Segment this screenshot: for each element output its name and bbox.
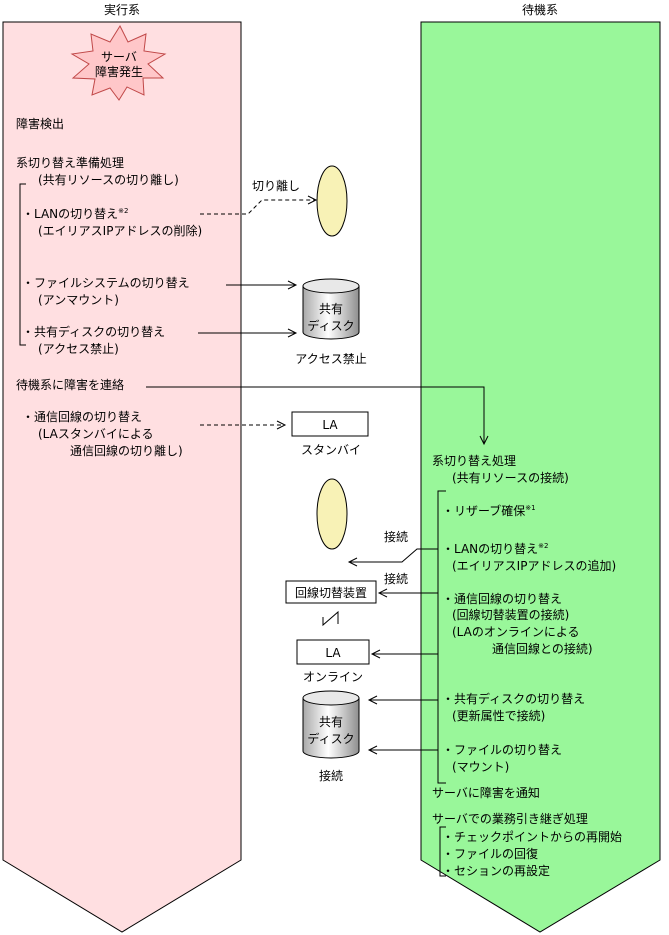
device-link: [322, 610, 339, 627]
standby-label: スタンバイ: [301, 443, 361, 457]
right-file-switch-sub: (マウント): [452, 760, 509, 774]
line-switch-device-text: 回線切替装置: [295, 585, 367, 600]
server-notify: サーバに障害を通知: [432, 785, 540, 800]
disk-bottom-label-1: 共有: [319, 715, 343, 729]
left-disk-switch-sub: (アクセス禁止): [38, 342, 119, 356]
lan-ellipse-top: [316, 165, 348, 237]
takeover-session: ・セションの再設定: [442, 863, 550, 878]
la-online-box: [296, 639, 370, 665]
connect-label-device: 接続: [384, 571, 408, 586]
right-comm-switch: ・通信回線の切り替え: [442, 591, 562, 606]
left-lan-switch: ・LANの切り替え※2: [22, 207, 128, 221]
right-reserve: ・リザーブ確保※1: [442, 503, 536, 518]
burst-text-1: サーバ: [101, 50, 137, 64]
right-column-title: 待機系: [522, 2, 558, 17]
left-comm-switch-sub-2: 通信回線の切り離し): [70, 443, 183, 458]
takeover-restart: ・チェックポイントからの再開始: [442, 830, 622, 844]
disconnect-label: 切り離し: [252, 179, 300, 193]
left-column-arrow: [2, 21, 242, 933]
failure-burst: [70, 24, 167, 101]
notify-standby: 待機系に障害を連絡: [16, 377, 124, 392]
takeover-process: サーバでの業務引き継ぎ処理: [432, 811, 588, 826]
shared-disk-top: [302, 278, 360, 340]
switch-process: 系切り替え処理: [432, 454, 516, 468]
right-lan-switch-sub: (エイリアスIPアドレスの追加): [452, 558, 616, 573]
right-lan-switch: ・LANの切り替え※2: [442, 542, 548, 556]
disk-top-label-1: 共有: [319, 302, 343, 316]
left-fs-switch: ・ファイルシステムの切り替え: [22, 276, 190, 290]
connected-label: 接続: [319, 768, 343, 783]
right-disk-switch: ・共有ディスクの切り替え: [442, 691, 585, 706]
left-lan-switch-sub: (エイリアスIPアドレスの削除): [38, 223, 202, 238]
prep-bracket: [19, 183, 26, 346]
connect-label-lan: 接続: [384, 529, 408, 544]
takeover-recover: ・ファイルの回復: [442, 846, 538, 861]
la-standby-box: [291, 411, 369, 437]
right-disk-switch-sub: (更新属性で接続): [452, 708, 545, 723]
lan-disconnect-arrowhead: [307, 195, 318, 205]
switch-bracket: [437, 490, 446, 784]
switch-process-sub: (共有リソースの接続): [452, 470, 569, 485]
right-column-arrow: [420, 21, 661, 933]
left-column-title: 実行系: [104, 2, 140, 17]
left-disk-switch: ・共有ディスクの切り替え: [22, 324, 165, 339]
lan-disconnect-arrow: [200, 199, 315, 215]
la-online-text: LA: [325, 646, 341, 660]
la-standby-text: LA: [322, 418, 338, 432]
fault-detect: 障害検出: [16, 116, 64, 131]
left-comm-switch: ・通信回線の切り替え: [22, 409, 142, 424]
left-comm-switch-sub-1: (LAスタンバイによる: [38, 427, 154, 441]
right-comm-switch-sub-1: (回線切替装置の接続): [452, 607, 569, 622]
takeover-bracket: [439, 826, 446, 877]
notify-arrow: [146, 386, 485, 443]
shared-disk-bottom: [302, 690, 360, 759]
disk-bottom-label-2: ディスク: [307, 731, 354, 746]
lan-connect-arrow: [350, 548, 438, 563]
prep-process-sub: (共有リソースの切り離し): [38, 173, 179, 187]
right-file-switch: ・ファイルの切り替え: [442, 743, 562, 757]
line-switch-device-box: [285, 580, 377, 604]
access-denied-label: アクセス禁止: [295, 352, 366, 366]
right-comm-switch-sub-3: 通信回線との接続): [492, 641, 593, 656]
left-fs-switch-sub: (アンマウント): [38, 293, 119, 307]
burst-text-2: 障害発生: [95, 64, 143, 79]
online-label: オンライン: [303, 670, 363, 684]
right-comm-switch-sub-2: (LAのオンラインによる: [452, 625, 580, 639]
disk-top-label-2: ディスク: [307, 318, 354, 333]
prep-process: 系切り替え準備処理: [16, 155, 124, 170]
lan-ellipse-bottom: [316, 478, 348, 550]
